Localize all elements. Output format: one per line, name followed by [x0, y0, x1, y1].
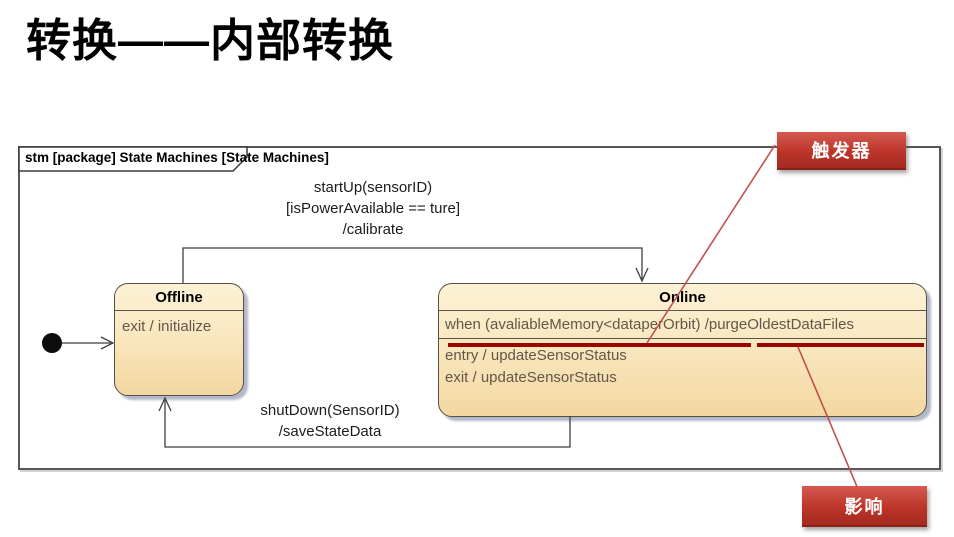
state-online-name: Online [439, 284, 926, 311]
shutdown-trigger-text: shutDown(SensorID) [260, 402, 400, 419]
state-online: Online when (avaliableMemory<dataperOrbi… [438, 283, 927, 417]
callout-effect: 影响 [802, 486, 927, 527]
state-offline-behavior: exit / initialize [122, 318, 212, 335]
callout-trigger: 触发器 [777, 132, 906, 170]
state-online-behaviors: entry / updateSensorStatus exit / update… [439, 339, 926, 388]
state-offline-name: Offline [115, 284, 243, 311]
startup-trigger-text: startUp(sensorID) [313, 179, 433, 196]
shutdown-effect-text: /saveStateData [278, 423, 382, 440]
transition-label-shutdown: shutDown(SensorID) /saveStateData [230, 400, 430, 442]
page-title: 转换——内部转换 [26, 15, 395, 66]
diagram-frame [18, 146, 941, 470]
state-online-internal-transition: when (avaliableMemory<dataperOrbit) /pur… [439, 311, 926, 339]
state-online-exit-behavior: exit / updateSensorStatus [445, 368, 617, 386]
state-online-entry-behavior: entry / updateSensorStatus [445, 347, 627, 364]
startup-guard-text: [isPowerAvailable == ture] [286, 200, 460, 217]
frame-label: stm [package] State Machines [State Mach… [25, 150, 329, 165]
state-offline: Offline exit / initialize [114, 283, 244, 396]
startup-effect-text: /calibrate [342, 221, 404, 238]
transition-label-startup: startUp(sensorID) [isPowerAvailable == t… [242, 177, 504, 240]
